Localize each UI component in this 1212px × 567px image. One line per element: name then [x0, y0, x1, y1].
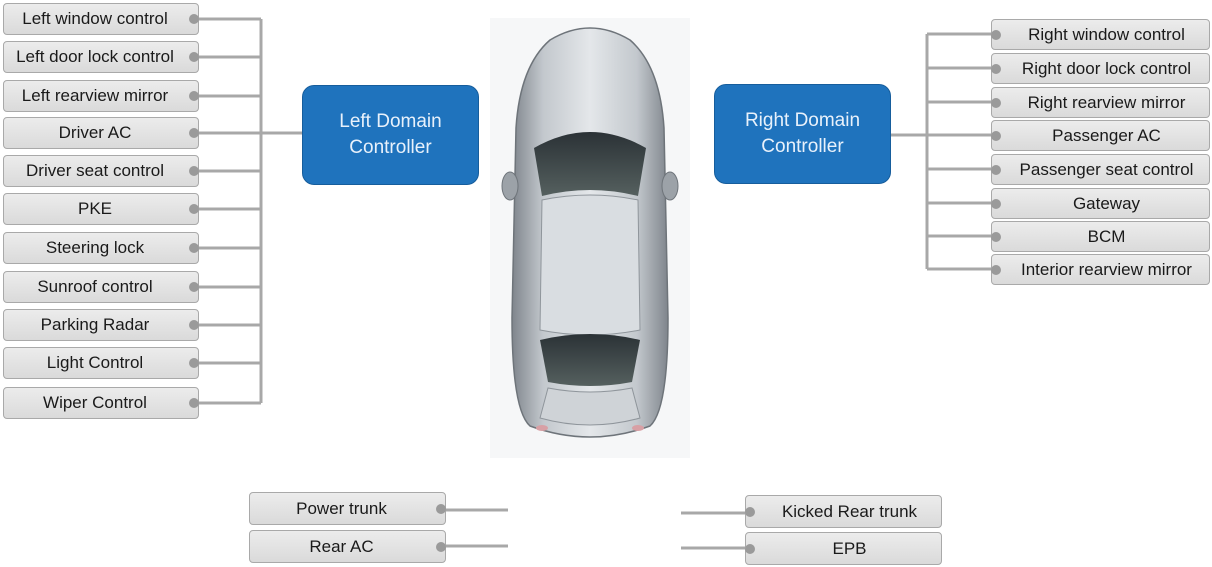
connector-dot: [991, 29, 1001, 40]
left-mirror: [501, 171, 519, 201]
rear-window: [540, 334, 640, 386]
left-tail-light: [536, 425, 548, 431]
left-controller-line1: Left Domain: [339, 111, 442, 132]
roof: [539, 194, 641, 336]
right-item-label: Passenger seat control: [1019, 159, 1194, 179]
connector-dot: [991, 198, 1001, 209]
right-item[interactable]: Right window control: [991, 19, 1210, 50]
right-item-label: Passenger AC: [1052, 125, 1161, 145]
right-item-label: Interior rearview mirror: [1021, 259, 1192, 279]
connector-dot: [189, 243, 199, 253]
trunk-lid: [539, 387, 641, 426]
left-item[interactable]: Left rearview mirror: [3, 80, 199, 112]
left-item[interactable]: Driver AC: [3, 117, 199, 149]
bottom-left-item[interactable]: Power trunk: [249, 492, 446, 525]
left-item[interactable]: Sunroof control: [3, 271, 199, 303]
left-item[interactable]: Steering lock: [3, 232, 199, 264]
left-item-label: Parking Radar: [40, 315, 150, 334]
bottom-left-item-label: Power trunk: [296, 498, 387, 518]
connector-dot: [189, 398, 199, 408]
right-item[interactable]: Right rearview mirror: [991, 87, 1210, 118]
right-item[interactable]: Passenger AC: [991, 120, 1210, 151]
right-controller-line2: Controller: [761, 136, 844, 157]
left-item-label: Steering lock: [45, 238, 145, 257]
right-item-label: Right rearview mirror: [1027, 92, 1186, 112]
right-item-label: Right door lock control: [1021, 58, 1192, 78]
left-item[interactable]: Left door lock control: [3, 41, 199, 73]
bottom-left-item[interactable]: Rear AC: [249, 530, 446, 563]
bottom-right-item[interactable]: EPB: [745, 532, 942, 565]
connector-dot: [189, 91, 199, 101]
connector-dot: [991, 164, 1001, 175]
connector-dot: [189, 320, 199, 330]
right-tail-light: [632, 425, 644, 431]
connector-dot: [189, 166, 199, 176]
left-item-label: Light Control: [46, 353, 144, 372]
connector-dot: [189, 128, 199, 138]
connector-dot: [189, 204, 199, 214]
right-item[interactable]: Interior rearview mirror: [991, 254, 1210, 285]
left-controller-line2: Controller: [349, 137, 432, 158]
connector-dot: [745, 506, 755, 517]
connector-dot: [991, 130, 1001, 141]
windshield: [534, 132, 646, 196]
connector-dot: [745, 543, 755, 554]
connector-dot: [189, 52, 199, 62]
left-item-label: PKE: [77, 199, 113, 218]
car-top-view: [490, 18, 690, 458]
right-item[interactable]: BCM: [991, 221, 1210, 252]
left-item-label: Driver seat control: [26, 161, 164, 180]
left-domain-controller[interactable]: Left Domain Controller: [302, 85, 479, 185]
right-item[interactable]: Right door lock control: [991, 53, 1210, 84]
right-item[interactable]: Gateway: [991, 188, 1210, 219]
connector-dot: [436, 541, 446, 552]
left-item-label: Left window control: [22, 9, 168, 28]
left-item-label: Driver AC: [58, 123, 132, 142]
left-item-label: Wiper Control: [43, 393, 147, 412]
connector-dot: [991, 231, 1001, 242]
left-item[interactable]: Wiper Control: [3, 387, 199, 419]
left-item[interactable]: Driver seat control: [3, 155, 199, 187]
connector-dot: [436, 503, 446, 514]
right-mirror: [661, 171, 679, 201]
bottom-left-item-label: Rear AC: [309, 536, 374, 556]
bottom-right-item-label: EPB: [832, 538, 867, 558]
right-item[interactable]: Passenger seat control: [991, 154, 1210, 185]
right-item-label: Gateway: [1072, 193, 1141, 213]
connector-dot: [991, 63, 1001, 74]
connector-dot: [189, 282, 199, 292]
connector-dot: [991, 97, 1001, 108]
left-item-label: Left rearview mirror: [21, 86, 169, 105]
right-item-label: BCM: [1087, 226, 1126, 246]
connector-dot: [189, 14, 199, 24]
right-controller-line1: Right Domain: [744, 110, 861, 131]
bottom-right-item[interactable]: Kicked Rear trunk: [745, 495, 942, 528]
left-item[interactable]: Light Control: [3, 347, 199, 379]
bottom-right-item-label: Kicked Rear trunk: [781, 501, 918, 521]
left-item-label: Sunroof control: [37, 277, 153, 296]
right-item-label: Right window control: [1028, 24, 1185, 44]
left-item[interactable]: Parking Radar: [3, 309, 199, 341]
left-item[interactable]: Left window control: [3, 3, 199, 35]
left-item[interactable]: PKE: [3, 193, 199, 225]
left-item-label: Left door lock control: [16, 47, 174, 66]
connector-dot: [991, 264, 1001, 275]
right-domain-controller[interactable]: Right Domain Controller: [714, 84, 891, 184]
connector-dot: [189, 358, 199, 368]
